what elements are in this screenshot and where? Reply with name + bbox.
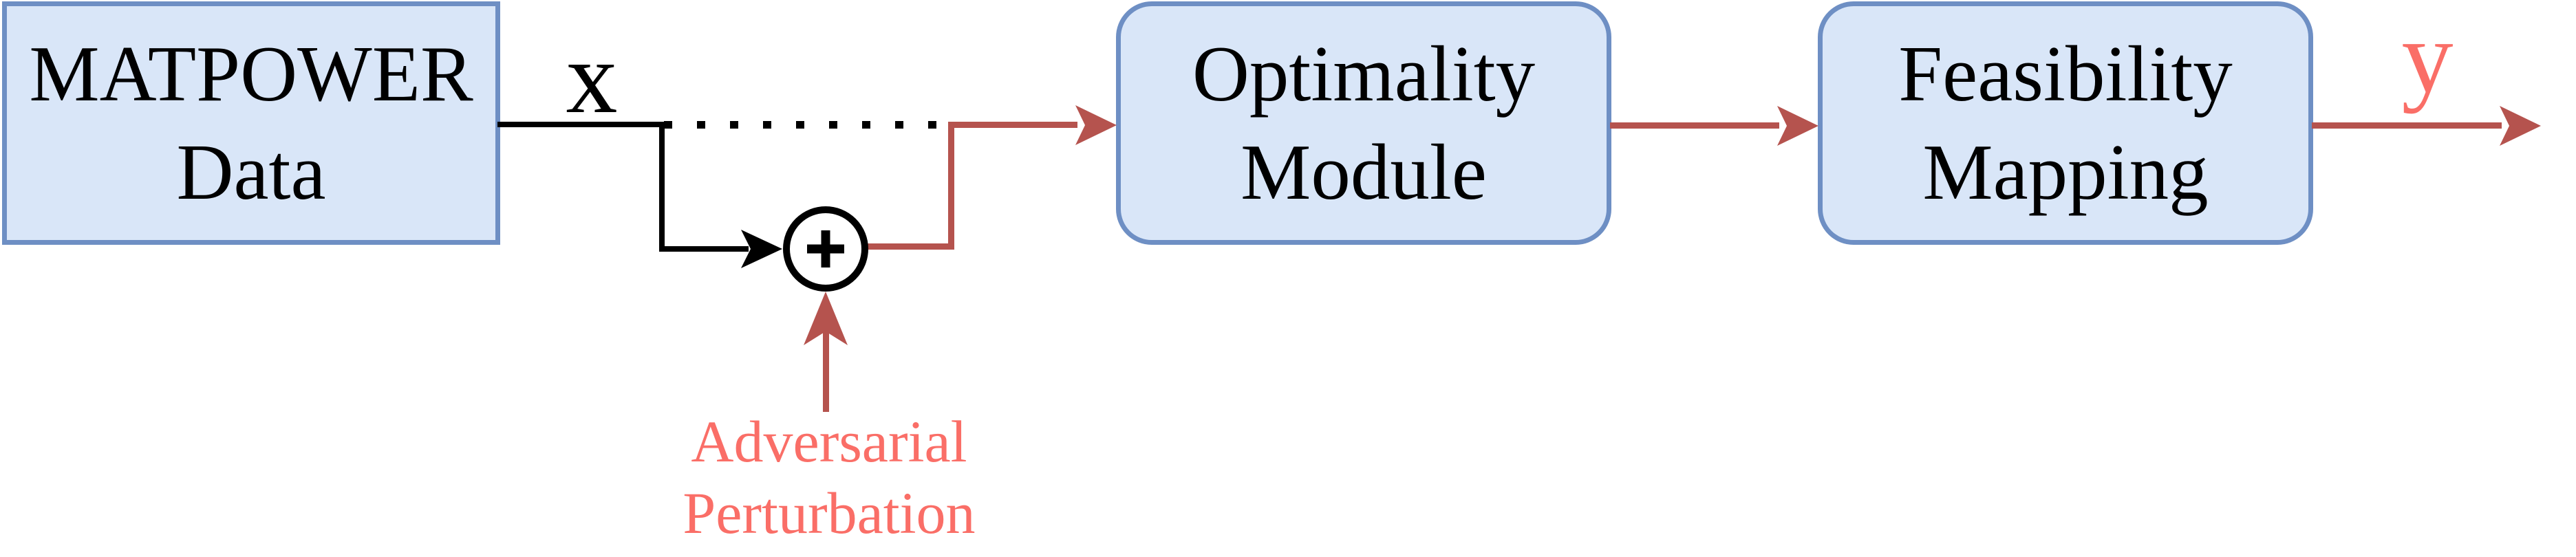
output-signal-label: y bbox=[2401, 0, 2454, 114]
input-signal-line bbox=[497, 122, 664, 127]
node-label-line: Mapping bbox=[1922, 129, 2209, 216]
perturbed-line-vertical bbox=[948, 122, 954, 250]
adversarial-perturbation-label: Adversarial Perturbation bbox=[623, 406, 1035, 549]
perturbation-line-vertical bbox=[823, 329, 829, 412]
red-arrowhead-icon bbox=[2500, 106, 2541, 146]
output-signal-line bbox=[2312, 122, 2502, 129]
node-label-line: MATPOWER bbox=[29, 30, 473, 118]
perturbed-line-to-optimality bbox=[948, 122, 1077, 128]
node-label-line: Optimality bbox=[1192, 30, 1536, 118]
branch-line-vertical bbox=[659, 122, 665, 252]
black-arrowhead-icon bbox=[741, 230, 782, 268]
perturbed-line-from-sum bbox=[866, 243, 954, 250]
plus-circle-icon bbox=[783, 206, 868, 292]
perturbation-label-line: Perturbation bbox=[683, 480, 976, 546]
node-feasibility-mapping: Feasibility Mapping bbox=[1818, 1, 2313, 245]
dotted-clean-signal-line bbox=[664, 121, 943, 129]
node-optimality-module: Optimality Module bbox=[1116, 1, 1611, 245]
node-label-line: Module bbox=[1241, 129, 1487, 216]
node-label-line: Data bbox=[176, 129, 326, 216]
input-signal-label: x bbox=[566, 21, 618, 135]
line-optimality-to-feasibility bbox=[1610, 122, 1779, 129]
node-label-line: Feasibility bbox=[1898, 30, 2233, 118]
red-up-arrowhead-icon bbox=[804, 292, 848, 345]
red-arrowhead-icon bbox=[1075, 105, 1117, 145]
node-matpower-data: MATPOWER Data bbox=[2, 1, 500, 245]
branch-line-horizontal bbox=[659, 246, 749, 252]
perturbation-label-line: Adversarial bbox=[691, 408, 967, 474]
red-arrowhead-icon bbox=[1777, 106, 1818, 146]
